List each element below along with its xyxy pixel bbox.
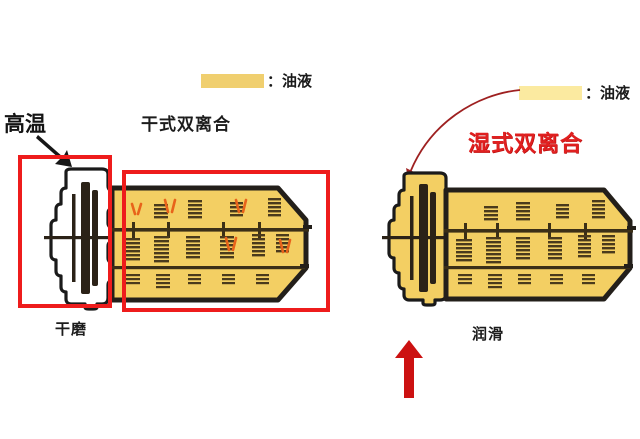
high-temperature-label: 高温 [4,112,46,136]
dry-friction-caption: 干磨 [55,320,88,338]
legend-left: ： 油液 [201,70,312,91]
dry-gearbox-body [109,185,312,303]
wet-clutch-title: 湿式双离合 [468,132,584,157]
legend-label-left: 油液 [282,72,313,90]
gearbox-highlight-box [122,170,330,312]
legend-right: ： 油液 [519,82,630,103]
wet-clutch-housing [382,171,468,307]
oil-swatch-icon [201,73,264,88]
legend-label-right: 油液 [600,84,631,102]
oil-swatch-icon [519,85,582,100]
legend-colon-left: ： [267,72,283,90]
lubrication-caption: 润滑 [472,325,505,343]
wet-gearbox-body [443,187,636,302]
black-down-right-arrow-icon [36,135,72,167]
dry-clutch-title: 干式双离合 [141,115,231,135]
heat-marks-group [130,198,292,254]
red-up-arrow-icon [395,340,423,398]
clutch-highlight-box [18,155,112,308]
legend-colon-right: ： [585,84,601,102]
